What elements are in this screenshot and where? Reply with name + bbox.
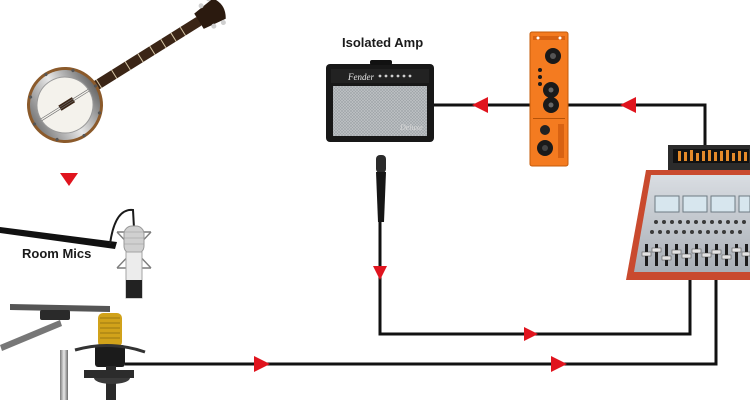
flow-arrows bbox=[60, 97, 636, 372]
ribbon-mic-icon bbox=[0, 304, 146, 400]
dynamic-mic-icon bbox=[376, 155, 386, 222]
room-mics-label: Room Mics bbox=[22, 246, 92, 261]
cables bbox=[125, 103, 718, 366]
amplifier-icon: Fender Deluxe bbox=[326, 60, 434, 142]
arrow-mic-down bbox=[373, 266, 387, 280]
mixing-console-icon bbox=[626, 145, 750, 280]
arrow-room-line-right-2 bbox=[551, 356, 567, 372]
arrow-console-to-reamp bbox=[620, 97, 636, 113]
isolated-amp-label: Isolated Amp bbox=[342, 35, 424, 50]
arrow-amp-line-right bbox=[524, 327, 538, 341]
arrow-room-line-right-1 bbox=[254, 356, 270, 372]
reamp-box-icon bbox=[529, 31, 569, 167]
arrow-banjo-to-mics bbox=[60, 173, 78, 186]
condenser-mic-icon bbox=[0, 208, 152, 299]
banjo-icon bbox=[27, 0, 226, 143]
svg-text:Fender: Fender bbox=[347, 72, 374, 82]
svg-text:Deluxe: Deluxe bbox=[399, 123, 423, 132]
cable-room-mic-to-console bbox=[125, 258, 718, 366]
arrow-reamp-to-amp bbox=[472, 97, 488, 113]
